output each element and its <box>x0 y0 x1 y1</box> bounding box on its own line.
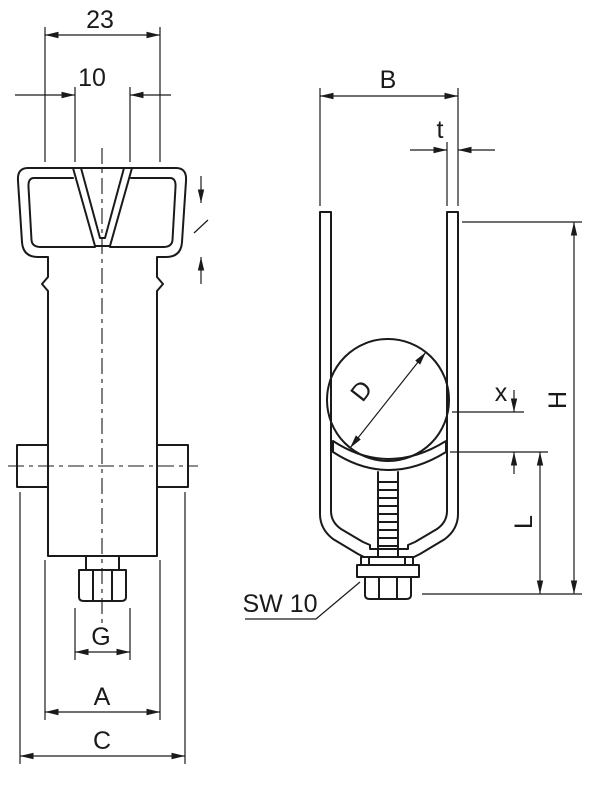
dim-label-g: G <box>91 623 110 651</box>
dim-label-a: A <box>94 683 111 711</box>
drawing-lines: 23 10 G A C B t D x L H SW 10 <box>8 6 582 764</box>
dim-label-l: L <box>510 515 538 529</box>
dim-line-d <box>349 351 427 449</box>
wrench-size-label: SW 10 <box>242 590 317 618</box>
dim-label-b: B <box>380 66 397 94</box>
side-view-clamp-outline <box>319 211 459 600</box>
dim-label-10: 10 <box>78 64 106 92</box>
dim-label-h: H <box>544 391 572 409</box>
dim-label-23: 23 <box>86 6 114 34</box>
dim-label-c: C <box>93 727 111 755</box>
dim-label-d: D <box>345 375 378 406</box>
dimension-labels: 23 10 G A C B t D x L H SW 10 <box>78 6 572 755</box>
cable-circle <box>326 338 450 462</box>
dimension-arrows <box>15 31 578 760</box>
dim-label-t: t <box>437 116 444 144</box>
center-lines <box>8 148 198 624</box>
dim-label-x: x <box>495 379 508 407</box>
